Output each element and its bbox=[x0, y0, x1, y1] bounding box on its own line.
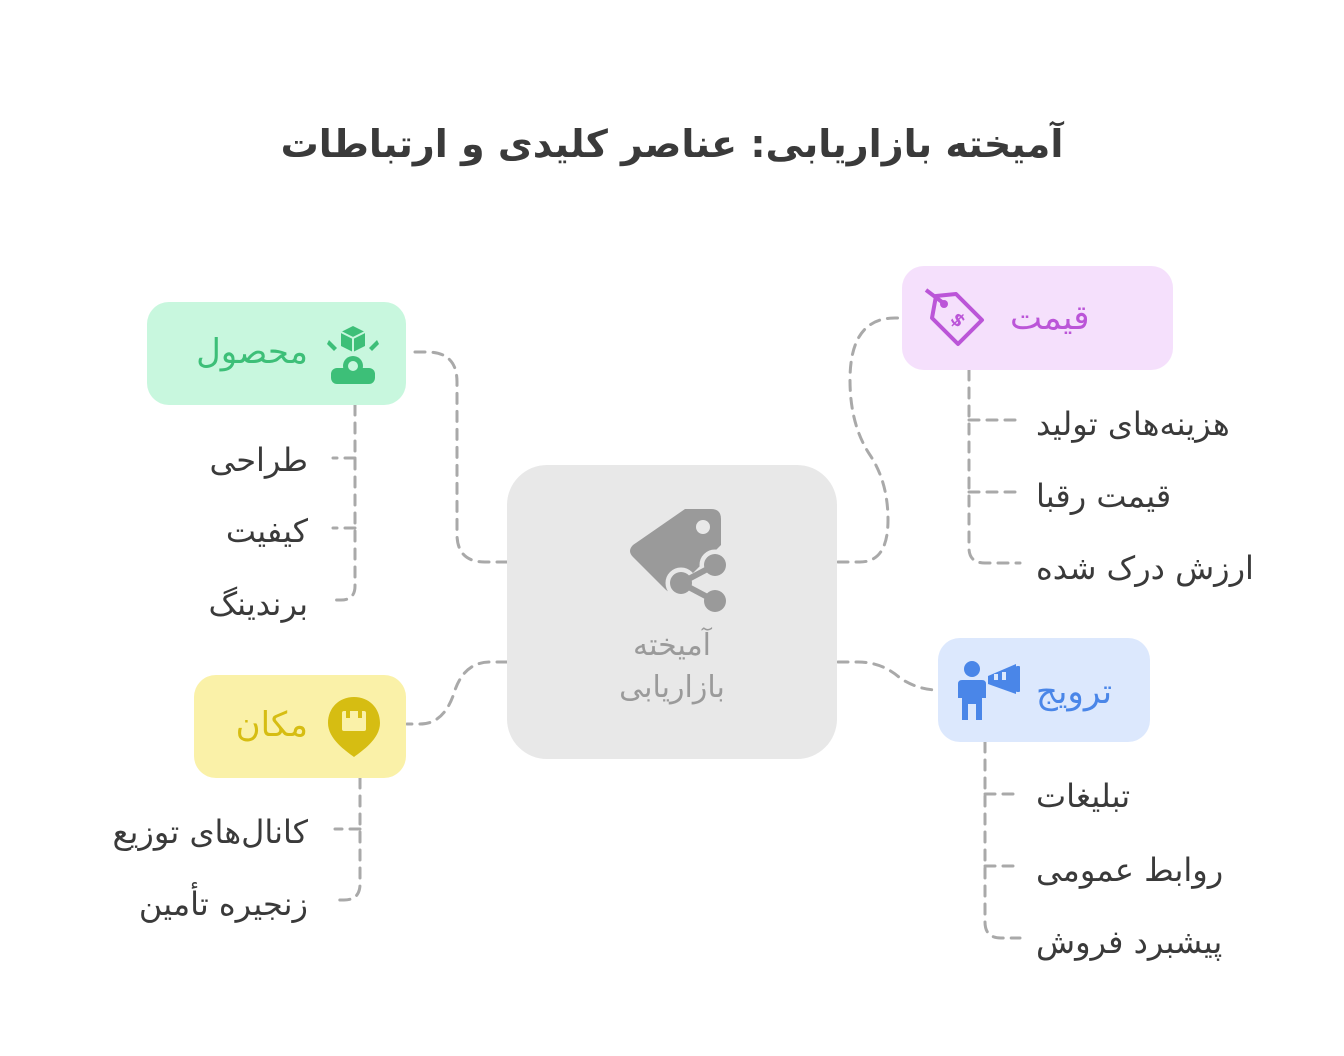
price-item-competitor-prices: قیمت رقبا bbox=[1036, 477, 1172, 515]
promotion-item-advertising: تبلیغات bbox=[1036, 777, 1131, 815]
price-item-production-costs: هزینه‌های تولید bbox=[1036, 405, 1230, 443]
megaphone-person-icon bbox=[958, 660, 1022, 726]
price-item-perceived-value: ارزش درک شده bbox=[1036, 549, 1254, 587]
place-node[interactable]: مکان bbox=[194, 675, 406, 778]
product-label: محصول bbox=[196, 332, 308, 372]
location-pin-icon bbox=[326, 695, 382, 763]
connector-place-spine bbox=[333, 776, 362, 902]
promotion-item-sales-promotion: پیشبرد فروش bbox=[1036, 923, 1223, 961]
promotion-label: ترویج bbox=[1036, 672, 1113, 712]
promotion-item-public-relations: روابط عمومی bbox=[1036, 851, 1224, 889]
product-item-quality: کیفیت bbox=[225, 512, 308, 550]
svg-text:$: $ bbox=[946, 308, 970, 332]
price-tag-icon: $ bbox=[922, 286, 986, 354]
center-node[interactable]: آمیخته بازاریابی bbox=[507, 465, 837, 759]
connector-center-promotion bbox=[836, 660, 940, 692]
place-item-distribution: کانال‌های توزیع bbox=[112, 813, 308, 851]
tag-share-icon bbox=[619, 503, 731, 617]
place-label: مکان bbox=[235, 705, 308, 745]
price-node[interactable]: $ قیمت bbox=[902, 266, 1173, 370]
connector-center-place bbox=[405, 660, 509, 726]
product-item-branding: برندینگ bbox=[208, 585, 308, 623]
product-box-icon bbox=[325, 324, 381, 390]
connector-promotion-spine bbox=[983, 740, 1022, 940]
connector-center-price bbox=[836, 316, 904, 564]
connector-product-spine bbox=[331, 403, 357, 602]
center-label-line2: بازاریابی bbox=[619, 670, 725, 705]
connector-center-product bbox=[405, 350, 509, 564]
diagram-title: آمیخته بازاریابی: عناصر کلیدی و ارتباطات bbox=[280, 122, 1064, 166]
product-node[interactable]: محصول bbox=[147, 302, 406, 405]
center-label: آمیخته بازاریابی bbox=[507, 625, 837, 709]
place-item-supply-chain: زنجیره تأمین bbox=[138, 885, 308, 923]
product-item-design: طراحی bbox=[209, 441, 308, 479]
center-label-line1: آمیخته bbox=[633, 628, 711, 663]
promotion-node[interactable]: ترویج bbox=[938, 638, 1150, 742]
connector-price-spine bbox=[967, 368, 1022, 565]
price-label: قیمت bbox=[1010, 298, 1090, 338]
